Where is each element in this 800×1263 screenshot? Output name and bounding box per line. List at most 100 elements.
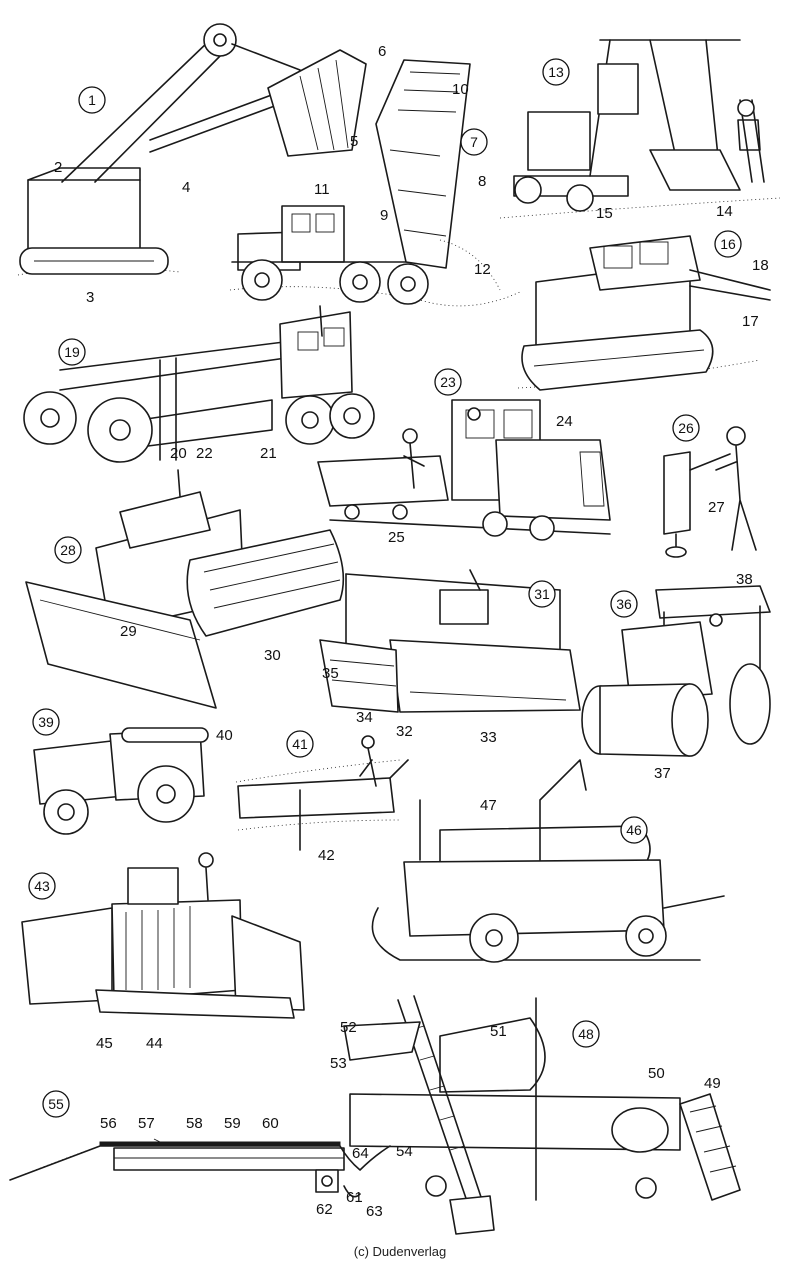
- figure-marker-23: 23: [434, 368, 462, 396]
- part-label-45: 45: [96, 1035, 113, 1052]
- figure-marker-19: 19: [58, 338, 86, 366]
- part-label-12: 12: [474, 261, 491, 278]
- road-roller-drawing: [581, 585, 771, 757]
- figure-marker-number: 26: [678, 420, 694, 436]
- part-label-38: 38: [736, 571, 753, 588]
- copyright-credit: (c) Dudenverlag: [353, 1244, 447, 1259]
- figure-marker-circle: [672, 414, 700, 442]
- part-label-11: 11: [314, 181, 330, 198]
- part-label-60: 60: [262, 1115, 279, 1132]
- figure-marker-circle: [58, 338, 86, 366]
- figure-marker-number: 43: [34, 878, 50, 894]
- motor-grader-drawing: [23, 305, 375, 463]
- part-label-34: 34: [356, 709, 373, 726]
- figure-marker-number: 55: [48, 1096, 64, 1112]
- part-label-15: 15: [596, 205, 613, 222]
- part-label-25: 25: [388, 529, 405, 546]
- figure-marker-36: 36: [610, 590, 638, 618]
- part-label-9: 9: [380, 207, 388, 224]
- part-label-20: 20: [170, 445, 187, 462]
- figure-marker-circle: [78, 86, 106, 114]
- part-label-24: 24: [556, 413, 573, 430]
- figure-marker-number: 13: [548, 64, 564, 80]
- figure-marker-1: 1: [78, 86, 106, 114]
- figure-marker-13: 13: [542, 58, 570, 86]
- part-label-14: 14: [716, 203, 733, 220]
- part-label-57: 57: [138, 1115, 155, 1132]
- asphalt-finisher-drawing: [21, 852, 305, 1019]
- figure-marker-circle: [28, 872, 56, 900]
- figure-marker-number: 31: [534, 586, 550, 602]
- part-label-61: 61: [346, 1189, 363, 1206]
- road-section-drawing: [9, 1138, 391, 1198]
- figure-marker-number: 48: [578, 1026, 594, 1042]
- part-label-63: 63: [366, 1203, 383, 1220]
- figure-marker-46: 46: [620, 816, 648, 844]
- part-label-33: 33: [480, 729, 497, 746]
- part-label-56: 56: [100, 1115, 117, 1132]
- figure-marker-41: 41: [286, 730, 314, 758]
- part-label-30: 30: [264, 647, 281, 664]
- part-label-32: 32: [396, 723, 413, 740]
- part-label-27: 27: [708, 499, 725, 516]
- figure-marker-28: 28: [54, 536, 82, 564]
- part-label-8: 8: [478, 173, 486, 190]
- part-label-51: 51: [490, 1023, 507, 1040]
- figure-marker-39: 39: [32, 708, 60, 736]
- part-label-18: 18: [752, 257, 769, 274]
- figure-marker-number: 46: [626, 822, 642, 838]
- figure-marker-number: 28: [60, 542, 76, 558]
- scraper-winch-drawing: [499, 39, 781, 219]
- tar-sprayer-drawing: [371, 759, 725, 963]
- part-label-21: 21: [260, 445, 277, 462]
- part-label-47: 47: [480, 797, 497, 814]
- figure-marker-26: 26: [672, 414, 700, 442]
- part-label-64: 64: [352, 1145, 369, 1162]
- part-label-53: 53: [330, 1055, 347, 1072]
- figure-marker-number: 23: [440, 374, 456, 390]
- figure-marker-number: 41: [292, 736, 308, 752]
- excavator-drawing: [17, 23, 367, 276]
- figure-marker-31: 31: [528, 580, 556, 608]
- figure-marker-16: 16: [714, 230, 742, 258]
- figure-marker-circle: [32, 708, 60, 736]
- figure-marker-number: 39: [38, 714, 54, 730]
- figure-marker-circle: [610, 590, 638, 618]
- part-label-40: 40: [216, 727, 233, 744]
- figure-marker-43: 43: [28, 872, 56, 900]
- part-label-22: 22: [196, 445, 213, 462]
- figure-marker-55: 55: [42, 1090, 70, 1118]
- spreader-drawing: [235, 735, 409, 851]
- part-label-10: 10: [452, 81, 469, 98]
- figure-marker-circle: [572, 1020, 600, 1048]
- part-label-17: 17: [742, 313, 759, 330]
- part-label-50: 50: [648, 1065, 665, 1082]
- figure-marker-circle: [620, 816, 648, 844]
- part-label-58: 58: [186, 1115, 203, 1132]
- part-label-54: 54: [396, 1143, 413, 1160]
- part-label-2: 2: [54, 159, 62, 176]
- concrete-paver-drawing: [319, 569, 581, 713]
- figure-marker-7: 7: [460, 128, 488, 156]
- figure-marker-circle: [54, 536, 82, 564]
- figure-marker-circle: [42, 1090, 70, 1118]
- figure-marker-number: 7: [470, 134, 478, 150]
- bulldozer-drawing: [25, 469, 345, 709]
- figure-marker-number: 19: [64, 344, 80, 360]
- part-label-49: 49: [704, 1075, 721, 1092]
- part-label-35: 35: [322, 665, 339, 682]
- figure-marker-circle: [434, 368, 462, 396]
- part-label-62: 62: [316, 1201, 333, 1218]
- figure-marker-circle: [286, 730, 314, 758]
- part-label-59: 59: [224, 1115, 241, 1132]
- part-label-5: 5: [350, 133, 358, 150]
- locomotive-drawing: [317, 399, 611, 541]
- part-label-44: 44: [146, 1035, 163, 1052]
- part-label-52: 52: [340, 1019, 357, 1036]
- figure-marker-circle: [714, 230, 742, 258]
- part-label-3: 3: [86, 289, 94, 306]
- figure-marker-number: 1: [88, 92, 96, 108]
